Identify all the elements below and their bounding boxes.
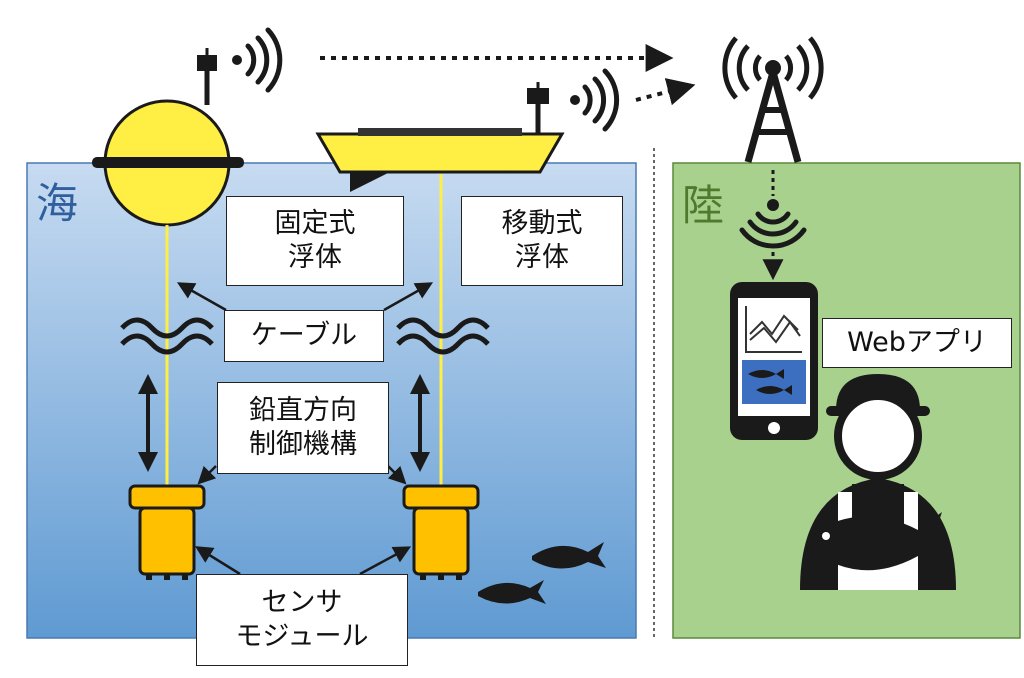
pointer-cable-right [383, 282, 434, 312]
pointer-cable-left [176, 282, 227, 312]
wireless-signal-icon [232, 27, 283, 93]
signal-arrow-mobile [635, 78, 696, 106]
sensor-module-right [402, 484, 480, 580]
vertical-control-label-line1: 鉛直方向 [249, 395, 357, 426]
cable-label: ケーブル [224, 310, 384, 362]
pointer-sensor-right [359, 546, 412, 576]
sensor-module-left [128, 484, 206, 580]
mobile-buoy-label-line1: 移動式 [501, 208, 583, 239]
sensor-module-label-line1: センサ [261, 587, 343, 618]
antenna-icon [527, 82, 549, 104]
wireless-signal-icon [570, 68, 620, 132]
mobile-buoy-label: 移動式 浮体 [461, 196, 623, 286]
web-app-label: Webアプリ [822, 318, 1012, 368]
vertical-control-label: 鉛直方向 制御機構 [217, 382, 389, 474]
pointer-control-left [197, 465, 217, 485]
smartphone-icon [730, 282, 818, 440]
mobile-buoy [315, 82, 565, 192]
sea-label: 海 [36, 179, 79, 228]
land-label: 陸 [682, 181, 725, 230]
web-app-label-text: Webアプリ [847, 327, 987, 358]
wave-icon [120, 317, 214, 355]
sensor-module-label: センサ モジュール [196, 574, 408, 666]
pointer-sensor-left [195, 546, 241, 576]
radio-tower-icon [722, 36, 824, 163]
fixed-buoy [92, 48, 244, 227]
sensor-module-label-line2: モジュール [235, 621, 369, 652]
fixed-buoy-label-line2: 浮体 [288, 242, 342, 273]
fisherman-icon [800, 374, 956, 590]
line-chart-icon [745, 306, 802, 353]
cable-label-text: ケーブル [250, 320, 358, 351]
fish-icon [808, 512, 944, 572]
antenna-icon [197, 48, 217, 71]
wave-icon [396, 317, 490, 355]
vertical-control-label-line2: 制御機構 [249, 429, 357, 460]
fish-icon [478, 542, 606, 604]
mobile-buoy-label-line2: 浮体 [515, 242, 569, 273]
fixed-buoy-label-line1: 固定式 [274, 208, 356, 239]
fixed-buoy-label: 固定式 浮体 [226, 196, 404, 286]
pointer-control-right [387, 465, 407, 485]
